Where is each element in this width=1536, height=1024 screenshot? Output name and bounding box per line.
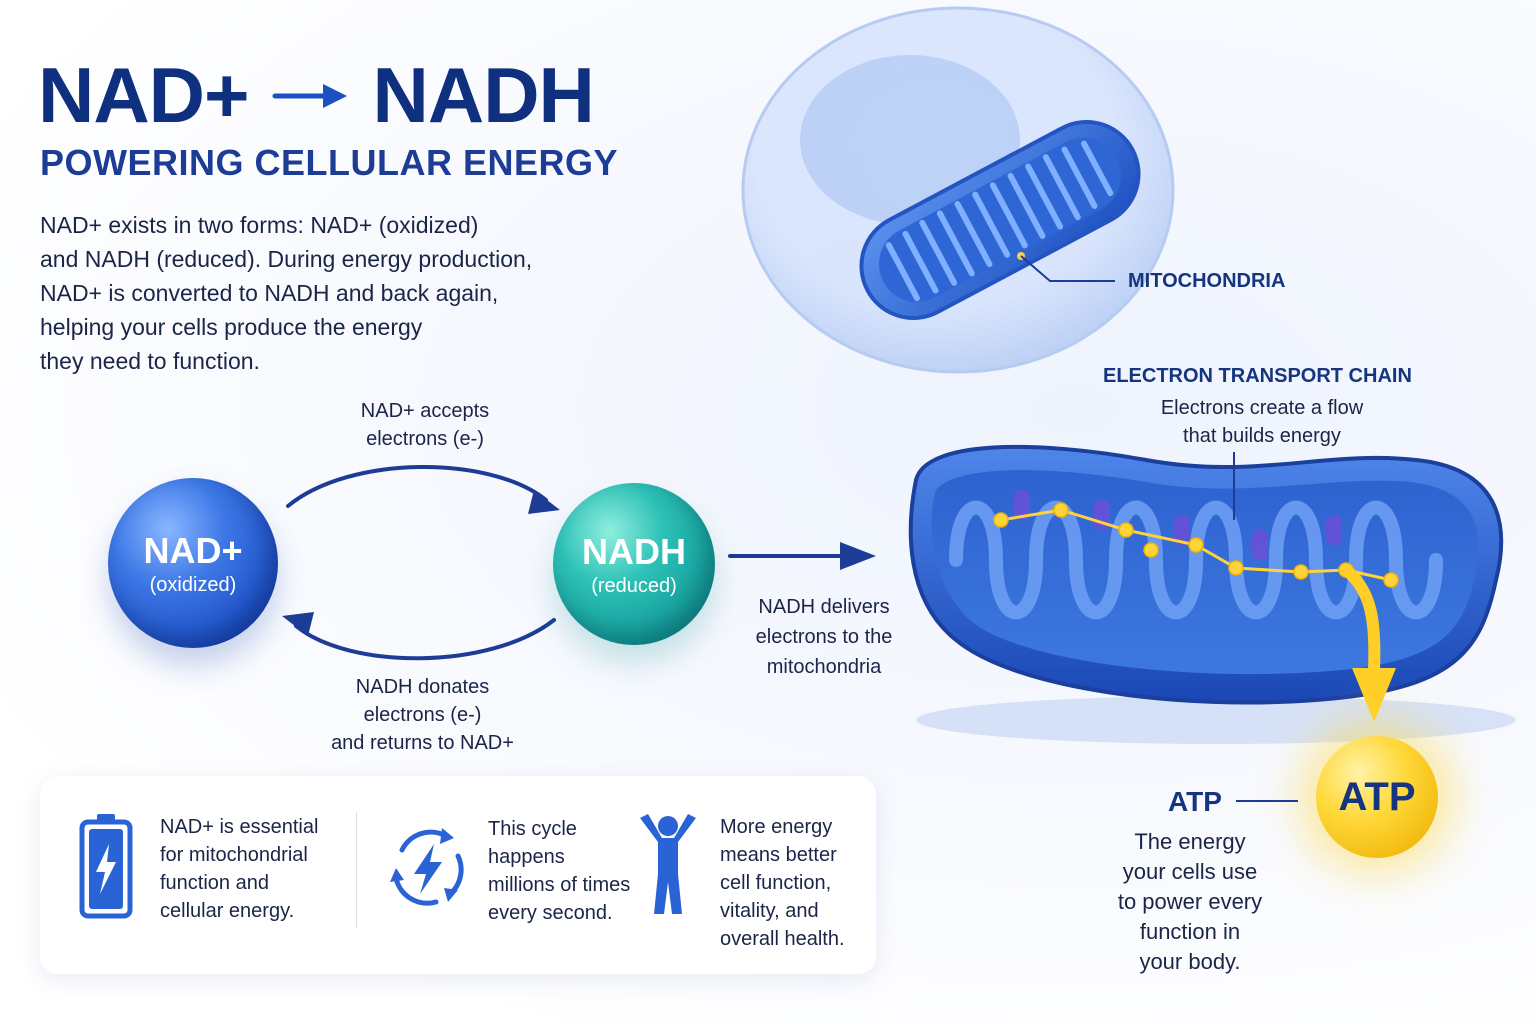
fact-line: means better: [720, 844, 837, 866]
donate-label: NADH donates electrons (e-) and returns …: [300, 673, 545, 757]
deliver-line: mitochondria: [766, 656, 882, 678]
nad-state: (oxidized): [149, 573, 237, 596]
donate-line: NADH donates: [355, 676, 490, 698]
mitochondrion-illustration: [908, 444, 1516, 744]
accept-line: electrons (e-): [366, 428, 484, 450]
donate-line: and returns to NAD+: [331, 732, 514, 754]
fact-energy-text: NAD+ is essential for mitochondrial func…: [160, 813, 318, 925]
fact-line: overall health.: [720, 928, 845, 950]
fact-divider: [356, 812, 357, 928]
cell-illustration: [741, 6, 1175, 374]
cycle-lightning-icon: [390, 828, 464, 906]
deliver-arrow-icon: [728, 542, 876, 570]
fact-line: happens: [488, 846, 565, 868]
cycle-arrows: [282, 465, 560, 661]
battery-icon: [79, 814, 133, 919]
deliver-label: NADH delivers electrons to the mitochond…: [724, 592, 924, 682]
atp-line: your cells use: [1122, 859, 1258, 884]
atp-label: ATP: [1168, 786, 1222, 817]
fact-line: NAD+ is essential: [160, 816, 319, 838]
accept-line: NAD+ accepts: [360, 400, 490, 422]
atp-line: your body.: [1139, 949, 1241, 974]
nadh-state: (reduced): [591, 574, 677, 597]
person-icon: [640, 814, 696, 914]
atp-line: function in: [1139, 919, 1241, 944]
atp-connector: [1236, 800, 1298, 802]
donate-line: electrons (e-): [363, 704, 482, 726]
facts-card: [40, 776, 876, 974]
etc-line: Electrons create a flow: [1160, 397, 1364, 419]
nadh-molecule: NADH (reduced): [553, 483, 715, 645]
mitochondria-label: MITOCHONDRIA: [1128, 270, 1286, 292]
fact-line: This cycle: [488, 818, 577, 840]
fact-line: every second.: [488, 902, 613, 924]
atp-line: The energy: [1134, 829, 1246, 854]
intro-line: they need to function.: [40, 348, 260, 374]
right-arrow-icon: [272, 83, 347, 108]
fact-line: millions of times: [488, 874, 631, 896]
title-nadh: NADH: [372, 51, 595, 139]
atp-line: to power every: [1117, 889, 1263, 914]
atp-molecule: ATP: [1316, 736, 1438, 858]
etc-title: ELECTRON TRANSPORT CHAIN: [1103, 365, 1412, 387]
fact-line: vitality, and: [720, 900, 819, 922]
page-title: NAD+ NADH: [38, 50, 595, 141]
nadh-name: NADH: [582, 530, 686, 572]
fact-line: cell function,: [720, 872, 832, 894]
page-subtitle: POWERING CELLULAR ENERGY: [40, 142, 619, 183]
fact-line: function and: [160, 872, 269, 894]
intro-line: and NADH (reduced). During energy produc…: [40, 246, 533, 272]
atp-description: The energy your cells use to power every…: [1100, 827, 1280, 977]
deliver-line: NADH delivers: [758, 596, 890, 618]
nad-molecule: NAD+ (oxidized): [108, 478, 278, 648]
nad-name: NAD+: [143, 529, 243, 571]
title-nad: NAD+: [38, 51, 250, 139]
etc-line: that builds energy: [1183, 425, 1341, 447]
etc-description: Electrons create a flow that builds ener…: [1112, 394, 1412, 450]
deliver-line: electrons to the: [755, 626, 893, 648]
fact-line: More energy: [720, 816, 833, 838]
fact-line: cellular energy.: [160, 900, 295, 922]
intro-line: NAD+ exists in two forms: NAD+ (oxidized…: [40, 212, 479, 238]
fact-line: for mitochondrial: [160, 844, 308, 866]
fact-cycle-text: This cycle happens millions of times eve…: [488, 815, 630, 927]
intro-text: NAD+ exists in two forms: NAD+ (oxidized…: [40, 208, 600, 378]
intro-line: helping your cells produce the energy: [40, 314, 423, 340]
fact-health-text: More energy means better cell function, …: [720, 813, 845, 953]
accept-label: NAD+ accepts electrons (e-): [310, 397, 540, 453]
intro-line: NAD+ is converted to NADH and back again…: [40, 280, 499, 306]
